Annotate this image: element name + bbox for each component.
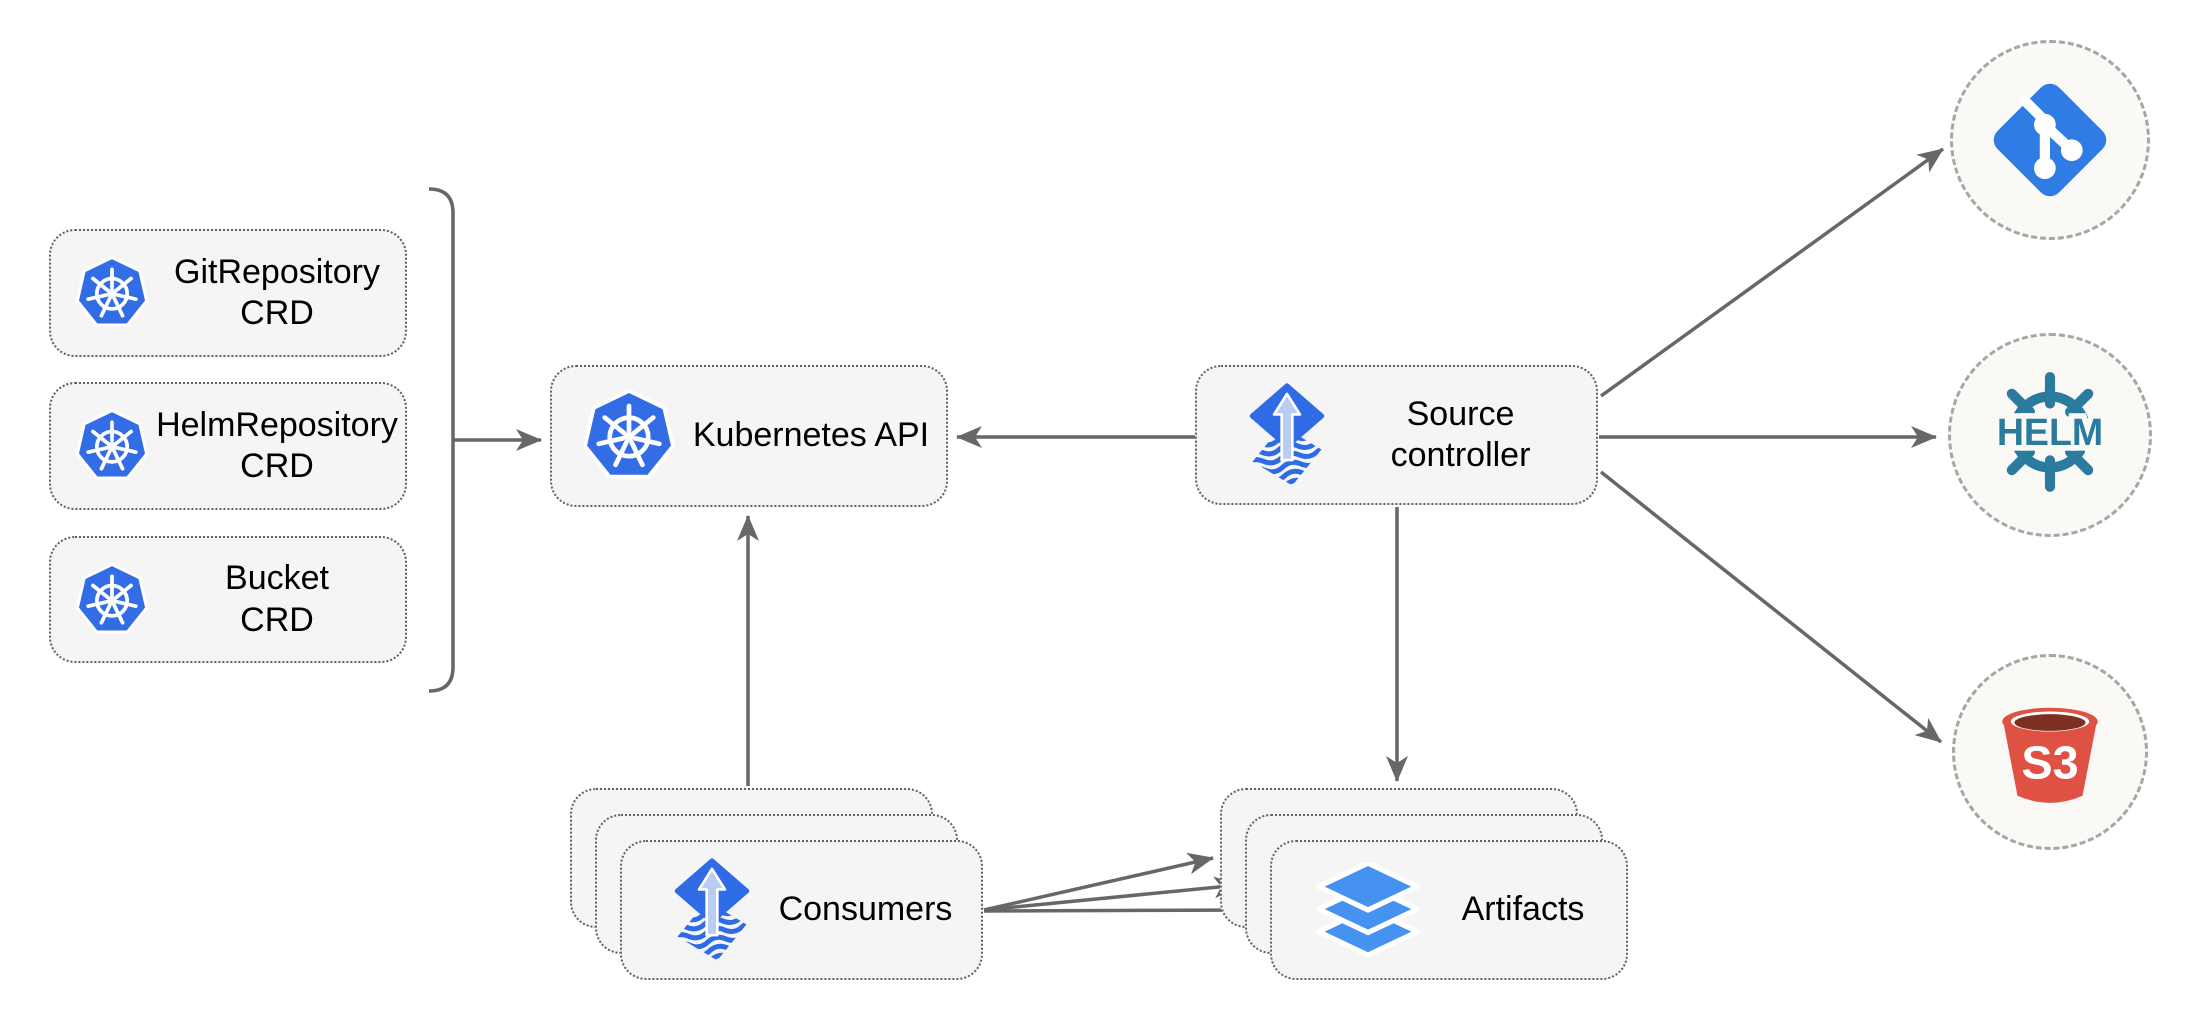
edge-consumers-to-artifacts-1 (983, 852, 1214, 912)
node-label: Bucket CRD (225, 559, 329, 639)
edge-consumers-to-artifacts-2 (983, 876, 1240, 912)
node-consumers: Consumers (620, 840, 983, 980)
node-label: Kubernetes API (692, 416, 930, 455)
node-label: GitRepository CRD (174, 252, 380, 332)
node-s3-remote: S3 (1952, 654, 2148, 850)
s3-wordmark: S3 (2021, 736, 2078, 788)
node-label: Consumers (778, 890, 953, 929)
git-icon (1986, 76, 2114, 204)
node-helmrepository-crd: HelmRepository CRD (49, 382, 407, 510)
node-bucket-crd: Bucket CRD (49, 536, 407, 663)
layers-icon (1316, 863, 1420, 957)
flux-icon (1249, 376, 1325, 494)
flux-icon (674, 851, 750, 969)
node-label: Artifacts (1461, 890, 1585, 929)
s3-bucket-icon: S3 (1989, 691, 2111, 813)
crd-group-bracket (428, 187, 455, 693)
node-artifacts: Artifacts (1270, 840, 1628, 980)
kubernetes-icon (582, 389, 676, 483)
node-git-remote (1950, 40, 2150, 240)
edge-source-to-s3 (1599, 470, 1943, 744)
kubernetes-icon (75, 409, 149, 483)
kubernetes-icon (75, 256, 149, 330)
node-label: HelmRepository CRD (156, 405, 398, 485)
node-kubernetes-api: Kubernetes API (550, 365, 948, 507)
node-source-controller: Source controller (1195, 365, 1598, 505)
node-label: Source controller (1390, 394, 1531, 474)
node-gitrepository-crd: GitRepository CRD (49, 229, 407, 357)
helm-icon: HELM (1984, 369, 2116, 501)
edge-source-to-git (1599, 147, 1945, 398)
node-helm-remote: HELM (1948, 333, 2152, 537)
kubernetes-icon (75, 562, 149, 637)
helm-wordmark: HELM (1997, 411, 2103, 453)
